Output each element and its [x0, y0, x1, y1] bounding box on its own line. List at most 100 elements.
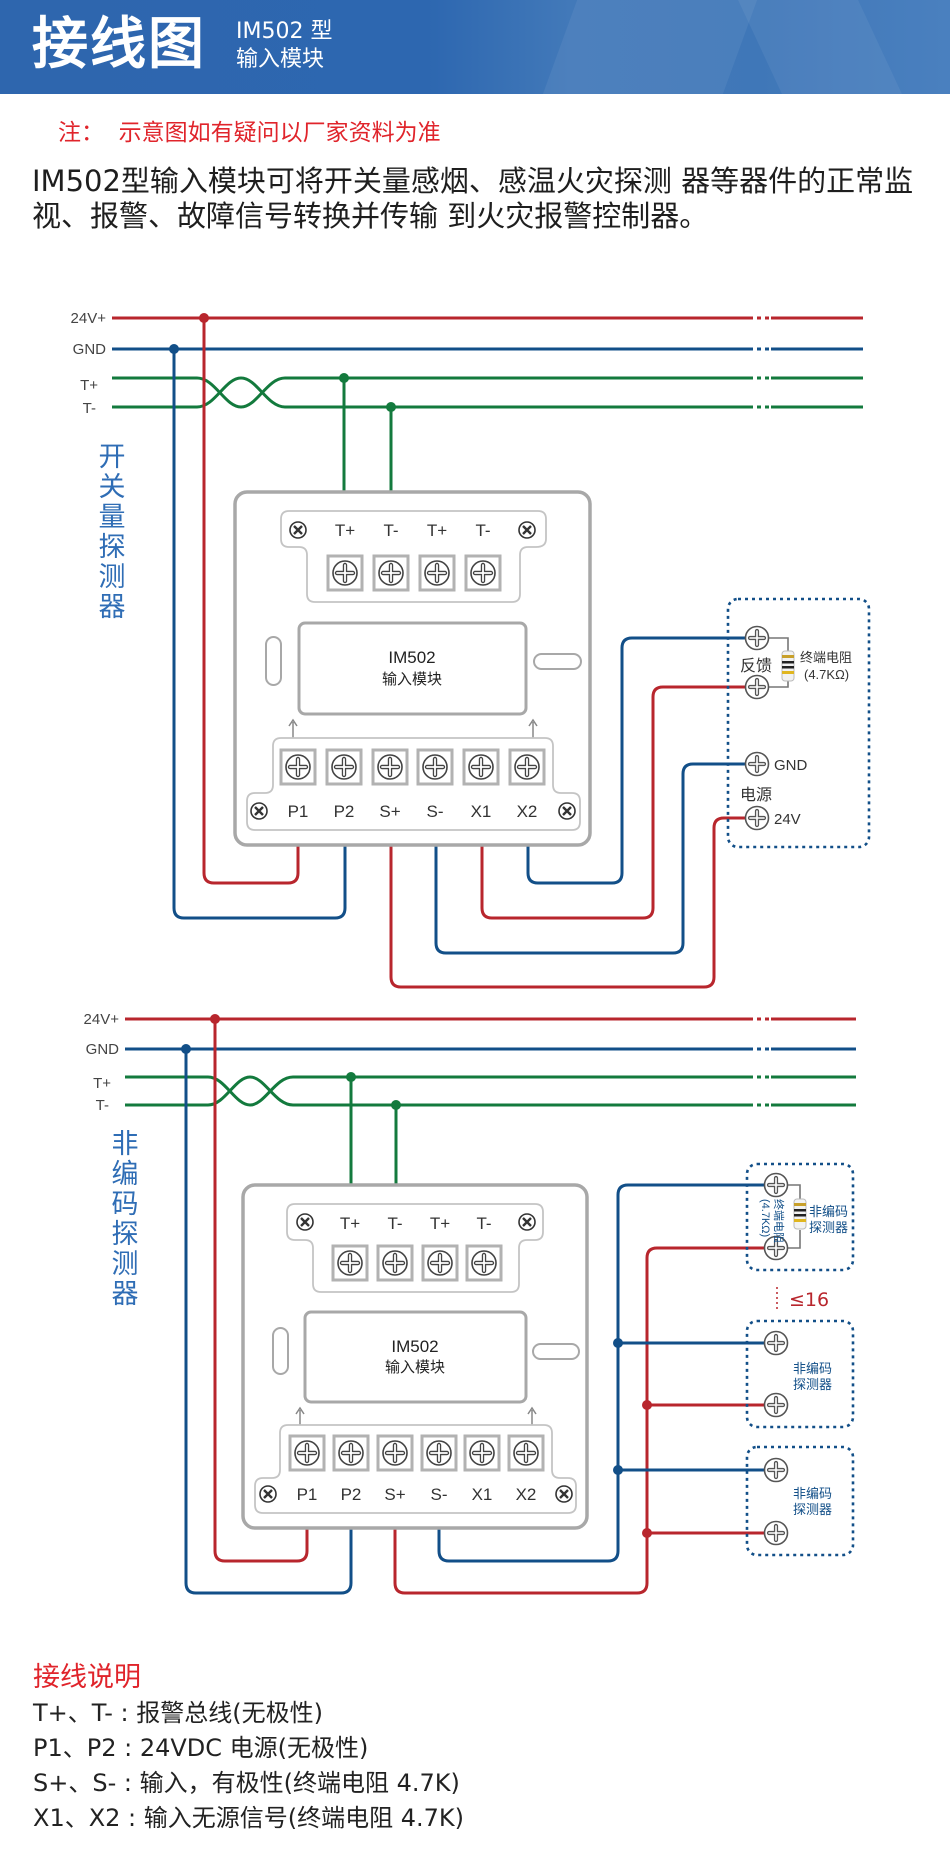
terminal-label: S+	[384, 1485, 405, 1504]
mount-screw-icon	[249, 801, 269, 821]
terminal-label: P2	[341, 1485, 362, 1504]
mount-screw-icon	[517, 1212, 537, 1232]
terminal-screw-icon	[746, 753, 769, 776]
terminal-label: S+	[379, 802, 400, 821]
terminal-label: T-	[475, 521, 490, 540]
gnd-terminal-label: GND	[774, 757, 808, 774]
detector-label: 探测器	[793, 1378, 832, 1393]
terminal-label: T+	[430, 1214, 450, 1233]
terminal-screw-icon	[465, 1436, 499, 1470]
terminal-screw-icon	[378, 1246, 412, 1280]
bus-drop-wires	[349, 1077, 398, 1185]
terminal-screw-icon	[466, 556, 500, 590]
top-terminal-block	[280, 510, 547, 603]
junction-dot	[391, 1100, 401, 1110]
terminal-screw-icon	[334, 1436, 368, 1470]
legend-item: X1、X2 : 输入无源信号(终端电阻 4.7K)	[33, 1804, 465, 1832]
terminal-screw-icon	[746, 676, 769, 699]
mount-screw-icon	[258, 1484, 278, 1504]
wire-p2-gnd	[184, 1049, 353, 1595]
junction-dot	[642, 1400, 652, 1410]
max-detector-count: ≤16	[789, 1289, 829, 1311]
resistor-icon	[793, 1198, 807, 1230]
terminal-screw-icon	[281, 750, 315, 784]
resistor-icon	[781, 650, 795, 682]
resistor-value: (4.7KΩ)	[759, 1199, 771, 1237]
power-label: 电源	[740, 785, 772, 804]
wire-sminus-gnd	[434, 762, 757, 955]
terminal-label: P1	[297, 1485, 318, 1504]
wire-sminus-detectors	[437, 1183, 776, 1563]
terminal-label: T-	[383, 521, 398, 540]
terminal-screw-icon	[464, 750, 498, 784]
mounting-slot	[265, 636, 282, 686]
terminal-label: T-	[387, 1214, 402, 1233]
detector-box: 非编码 探测器	[745, 1445, 855, 1557]
v24-terminal-label: 24V	[774, 811, 801, 828]
terminal-screw-icon	[327, 750, 361, 784]
wire-splus-24v	[389, 816, 757, 989]
resistor-label: 终端电阻	[772, 1199, 786, 1243]
terminal-screw-icon	[378, 1436, 412, 1470]
diagram-switch-detector: 24V+ GND T+ T-	[71, 310, 871, 989]
terminal-screw-icon	[765, 1332, 788, 1355]
subtitle-type: 输入模块	[236, 47, 325, 72]
product-description: IM502型输入模块可将开关量感烟、感温火灾探测 器等器件的正常监视、报警、故障…	[32, 164, 914, 233]
bus-line-tplus	[125, 1075, 856, 1107]
terminal-screw-icon	[509, 1436, 543, 1470]
terminal-screw-icon	[328, 556, 362, 590]
terminal-label: T-	[476, 1214, 491, 1233]
bus-label-tplus: T+	[80, 377, 98, 394]
terminal-screw-icon	[420, 556, 454, 590]
terminal-screw-icon	[765, 1394, 788, 1417]
terminal-screw-icon	[765, 1174, 788, 1197]
detector-box-with-resistor: 终端电阻 (4.7KΩ) 非编码 探测器	[745, 1162, 855, 1272]
terminal-screw-icon	[746, 627, 769, 650]
bus-line-tplus	[112, 376, 863, 409]
module-im502: T+ T- T+ T- IM502 输入模块	[241, 1183, 589, 1530]
detector-label: 非编码	[793, 1362, 832, 1377]
detector-label: 非编码	[809, 1205, 848, 1220]
terminal-label: S-	[427, 802, 444, 821]
detector-label: 探测器	[793, 1503, 832, 1518]
terminal-screw-icon	[333, 1246, 367, 1280]
junction-dot	[169, 344, 179, 354]
bus-label-24v: 24V+	[84, 1011, 120, 1028]
page-subtitle: IM502 型 输入模块	[236, 18, 332, 74]
junction-dot	[642, 1528, 652, 1538]
bus-label-tminus: T-	[96, 1097, 109, 1114]
legend-title: 接线说明	[33, 1662, 141, 1693]
terminal-screw-icon	[765, 1459, 788, 1482]
module-type: 输入模块	[385, 1358, 445, 1376]
bus-line-tminus	[125, 1075, 856, 1107]
wiring-legend: 接线说明 T+、T- : 报警总线(无极性) P1、P2 : 24VDC 电源(…	[33, 1660, 464, 1836]
terminal-label: X2	[516, 1485, 537, 1504]
junction-dot	[339, 373, 349, 383]
terminal-screw-icon	[418, 750, 452, 784]
bus-line-tminus	[112, 376, 863, 409]
top-terminal-block	[286, 1203, 544, 1293]
page-title: 接线图	[32, 12, 206, 77]
side-label-switch-detector: 开关量探测器	[98, 442, 126, 623]
wire-p1-24v	[202, 318, 300, 885]
detector-box: 非编码 探测器	[745, 1319, 855, 1429]
subtitle-model: IM502 型	[236, 19, 333, 44]
terminal-screw-icon	[290, 1436, 324, 1470]
legend-item: P1、P2 : 24VDC 电源(无极性)	[33, 1734, 369, 1762]
module-name: IM502	[391, 1337, 438, 1356]
junction-dot	[199, 313, 209, 323]
junction-dot	[613, 1338, 623, 1348]
module-name: IM502	[388, 648, 435, 667]
bus-label-tminus: T-	[83, 400, 96, 417]
terminal-screw-icon	[765, 1522, 788, 1545]
legend-item: S+、S- : 输入，有极性(终端电阻 4.7K)	[33, 1769, 460, 1797]
wire-detector-branch	[618, 1341, 776, 1472]
diagram-noncoded-detector: 24V+ GND T+ T-	[84, 1011, 856, 1595]
terminal-label: P2	[334, 802, 355, 821]
detector-label: 非编码	[793, 1487, 832, 1502]
bus-drop-wires	[342, 378, 393, 492]
feedback-label: 反馈	[740, 656, 772, 675]
terminal-label: X1	[472, 1485, 493, 1504]
terminal-screw-icon	[746, 807, 769, 830]
